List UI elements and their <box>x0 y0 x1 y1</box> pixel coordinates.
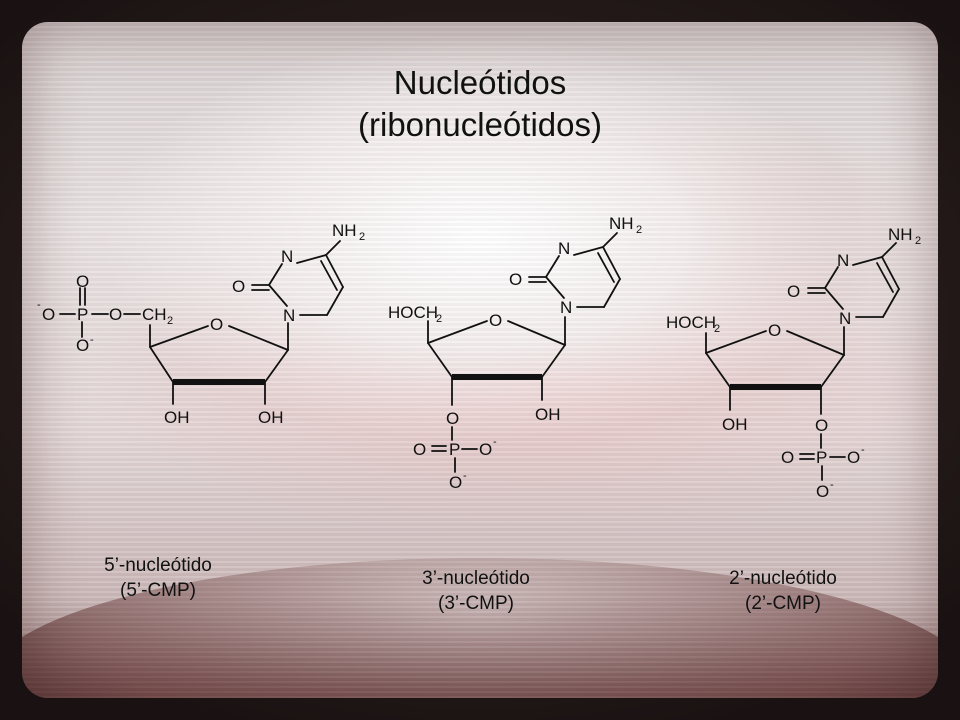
atom-o-bottom: O <box>76 336 89 355</box>
bond <box>541 344 566 378</box>
atom-o-carbonyl: O <box>509 270 522 289</box>
atom-o-left: O <box>781 448 794 467</box>
bond <box>149 346 174 383</box>
atom-hoch2-subscript: 2 <box>714 323 720 335</box>
caption-2-cmp: 2’-nucleótido (2’-CMP) <box>673 566 893 616</box>
atom-o-ring: O <box>768 321 781 340</box>
atom-p: P <box>449 440 460 459</box>
bond <box>325 240 341 256</box>
structure-3-cmp: NH 2 N N O O HOCH 2 OH O O P O - O - <box>388 214 642 492</box>
atom-oh-left: OH <box>164 408 190 427</box>
structure-2-cmp: NH 2 N N O O HOCH 2 OH O O P O - O - <box>666 225 921 501</box>
bond <box>545 276 565 299</box>
atom-o-bottom: O <box>816 482 829 501</box>
atom-nh2-subscript: 2 <box>915 235 921 247</box>
atom-n-top: N <box>558 239 570 258</box>
bond <box>320 260 338 291</box>
charge-minus: - <box>830 479 834 491</box>
atom-p: P <box>816 448 827 467</box>
atom-o-carbonyl: O <box>787 282 800 301</box>
bond <box>573 246 604 256</box>
atom-o-ring: O <box>210 315 223 334</box>
bond <box>786 330 845 356</box>
bond <box>149 325 209 348</box>
caption-3-cmp-line-1: 3’-nucleótido <box>422 568 530 589</box>
caption-2-cmp-line-2: (2’-CMP) <box>745 593 821 614</box>
bond <box>325 254 344 288</box>
atom-n-ring: N <box>283 306 295 325</box>
atom-ch2-subscript: 2 <box>167 315 173 327</box>
atom-oh-right: OH <box>258 408 284 427</box>
caption-3-cmp: 3’-nucleótido (3’-CMP) <box>366 566 586 616</box>
bond <box>824 266 839 289</box>
atom-o-top: O <box>76 272 89 291</box>
bond <box>603 278 621 308</box>
bond <box>602 232 618 248</box>
bond <box>876 262 894 293</box>
atom-nh2: NH <box>332 221 357 240</box>
bond <box>326 286 344 316</box>
atom-o-bridge: O <box>109 305 122 324</box>
atom-o-left: O <box>42 305 55 324</box>
atom-o-link: O <box>815 416 828 435</box>
atom-nh2-subscript: 2 <box>359 231 365 243</box>
bond <box>824 287 844 310</box>
charge-minus: - <box>861 444 865 456</box>
charge-minus: - <box>463 470 467 482</box>
atom-nh2-subscript: 2 <box>636 224 642 236</box>
bond <box>228 325 289 351</box>
bond <box>881 242 897 258</box>
atom-o-ring: O <box>489 311 502 330</box>
bond <box>427 342 453 378</box>
atom-n-top: N <box>281 247 293 266</box>
atom-oh: OH <box>535 405 561 424</box>
bond <box>296 254 327 264</box>
bond <box>597 252 615 283</box>
atom-o-carbonyl: O <box>232 277 245 296</box>
atom-nh2: NH <box>888 225 913 244</box>
atom-o-right: O <box>479 440 492 459</box>
bond <box>882 288 900 318</box>
caption-3-cmp-line-2: (3’-CMP) <box>438 593 514 614</box>
atom-n-ring: N <box>839 309 851 328</box>
bond <box>852 256 883 266</box>
charge-minus: - <box>90 334 94 346</box>
atom-o-bottom: O <box>449 473 462 492</box>
bond <box>881 256 900 290</box>
atom-n-top: N <box>837 251 849 270</box>
title-line-1: Nucleótidos <box>393 64 567 101</box>
atom-hoch2: HOCH <box>666 313 716 332</box>
bond <box>545 255 560 278</box>
bond <box>705 330 767 354</box>
title-line-2: (ribonucleótidos) <box>358 106 602 143</box>
bond <box>268 263 283 286</box>
caption-2-cmp-line-1: 2’-nucleótido <box>729 568 837 589</box>
atom-ch2: CH <box>142 305 167 324</box>
bond <box>268 284 288 307</box>
atom-p: P <box>77 305 88 324</box>
slide-panel <box>22 22 938 698</box>
atom-nh2: NH <box>609 214 634 233</box>
atom-hoch2: HOCH <box>388 303 438 322</box>
bond <box>820 354 845 388</box>
structure-5-cmp: NH 2 N N O O OH OH O - O P O CH 2 O - <box>37 221 365 427</box>
charge-minus: - <box>493 436 497 448</box>
atom-hoch2-subscript: 2 <box>436 313 442 325</box>
caption-5-cmp-line-2: (5’-CMP) <box>120 580 196 601</box>
charge-minus: - <box>37 299 41 311</box>
atom-o-left: O <box>413 440 426 459</box>
atom-n-ring: N <box>560 298 572 317</box>
atom-o-link: O <box>446 409 459 428</box>
bond <box>602 246 621 280</box>
atom-oh: OH <box>722 415 748 434</box>
slide-title: Nucleótidos (ribonucleótidos) <box>0 62 960 146</box>
bond <box>264 349 289 383</box>
bond <box>705 352 731 388</box>
atom-o-right: O <box>847 448 860 467</box>
bond <box>507 320 566 346</box>
caption-5-cmp: 5’-nucleótido (5’-CMP) <box>48 553 268 603</box>
bond <box>427 320 488 344</box>
caption-5-cmp-line-1: 5’-nucleótido <box>104 555 212 576</box>
